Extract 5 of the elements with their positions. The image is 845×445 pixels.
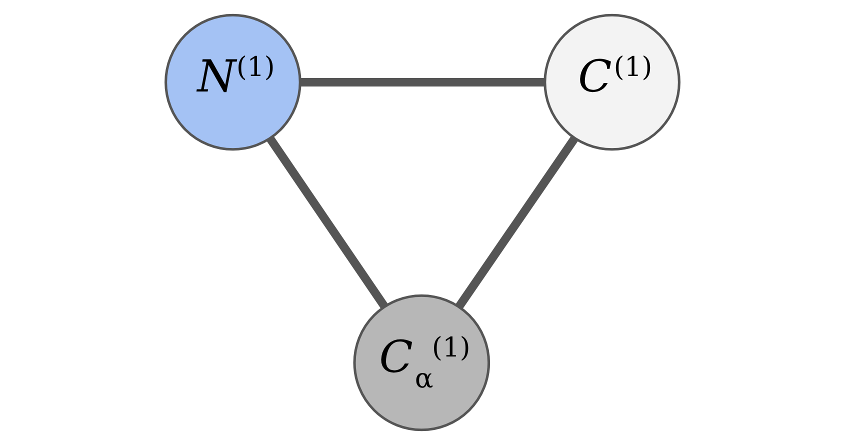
- node-circle: N$^{(1)}$: [164, 14, 302, 151]
- node-circle: C$^{(1)}$: [544, 14, 680, 151]
- connector: [300, 78, 544, 86]
- connector: [456, 136, 578, 309]
- connector: [266, 136, 388, 309]
